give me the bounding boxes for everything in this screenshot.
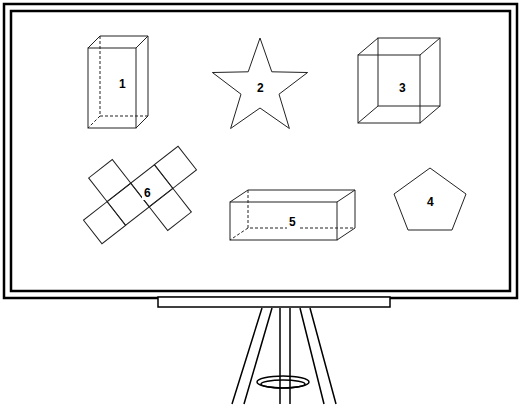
callout-number: 1: [117, 77, 128, 91]
callout-number: 6: [142, 186, 153, 200]
callout-number: 2: [255, 81, 266, 95]
callout-number: 4: [425, 195, 436, 209]
callout-number: 5: [287, 215, 298, 229]
callout-number: 3: [397, 81, 408, 95]
